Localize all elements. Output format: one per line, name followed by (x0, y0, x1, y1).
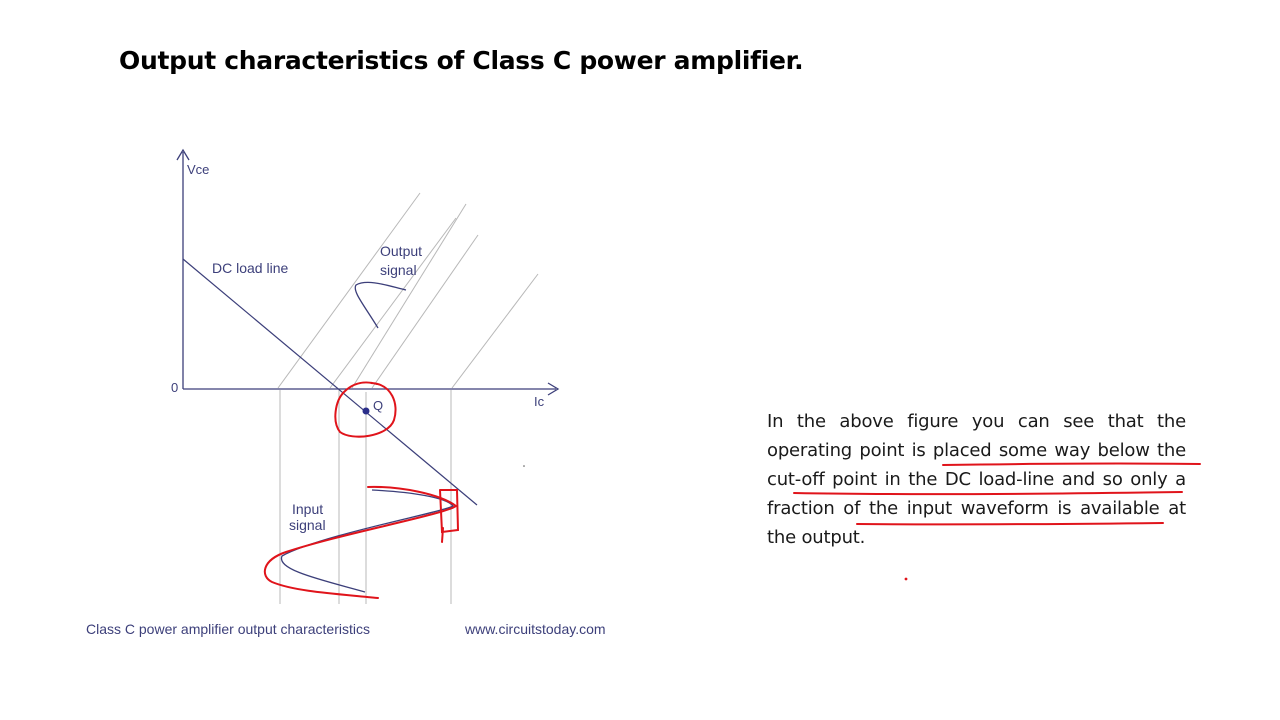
q-point (362, 407, 370, 415)
output-signal-label-1: Output (380, 243, 422, 259)
stray-dot (523, 465, 525, 467)
dc-load-line (182, 258, 478, 506)
output-signal-curve (354, 281, 407, 329)
slide-title: Output characteristics of Class C power … (119, 46, 804, 75)
red-annotations (263, 381, 460, 599)
input-signal-label-1: Input (292, 501, 323, 517)
figure-source: www.circuitstoday.com (465, 621, 606, 637)
stray-red-dot (904, 577, 908, 581)
q-point-circle (334, 381, 397, 438)
input-signal-curve (280, 489, 454, 593)
peak-bracket (439, 489, 460, 543)
axes (176, 148, 560, 396)
output-signal-label-2: signal (380, 262, 417, 278)
description-paragraph: In the above figure you can see that the… (767, 411, 1186, 548)
q-point-label: Q (373, 398, 383, 413)
characteristic-guides (277, 192, 539, 604)
input-signal-label-2: signal (289, 517, 326, 533)
figure-caption: Class C power amplifier output character… (86, 621, 370, 637)
load-line-label: DC load line (212, 260, 288, 276)
axis-y-label: Vce (187, 162, 209, 177)
origin-label: 0 (171, 380, 178, 395)
axis-x-label: Ic (534, 394, 545, 409)
